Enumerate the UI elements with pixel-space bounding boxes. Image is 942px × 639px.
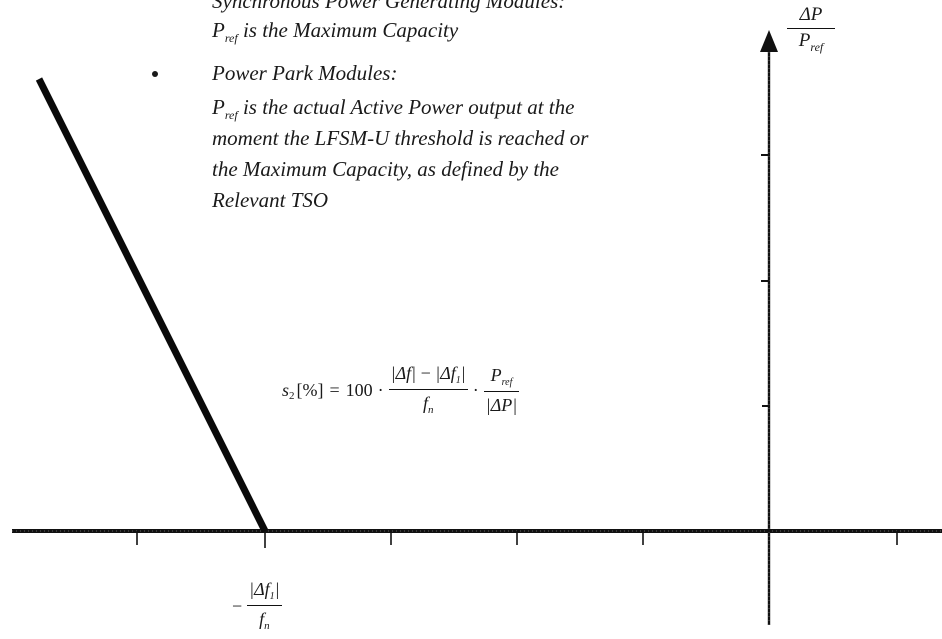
formula-lhs-symbol: s [282, 379, 290, 400]
formula-frac1-minus: − [420, 363, 431, 383]
y-axis-label-denominator: Pref [783, 29, 839, 54]
formula-frac2-denominator: |ΔP| [485, 394, 518, 415]
formula-frac1-numerator: |Δf| − |Δf1| [389, 361, 468, 389]
formula-dot-1: · [377, 379, 384, 400]
formula-frac2-numerator: Pref [491, 363, 513, 391]
x-threshold-fraction: |Δf1| fn [247, 577, 282, 635]
y-axis-label-den-symbol: P [798, 30, 811, 51]
formula-lhs-sub: 2 [289, 390, 295, 402]
formula-dot-2: · [472, 379, 479, 400]
sync-heading-cut: Synchronous Power Generating Modules: [212, 0, 565, 16]
x-threshold-num-close: | [274, 579, 280, 599]
y-axis-label-numerator: ΔP [799, 4, 823, 25]
x-threshold-minus: − [232, 595, 243, 616]
y-axis-label-bar [787, 28, 835, 29]
formula-frac1-den-sub: n [427, 404, 434, 416]
sync-pref-sub: ref [224, 31, 238, 45]
formula-frac2-bar [483, 390, 520, 392]
ppm-line-3-text: the Maximum Capacity, as defined by the [212, 157, 560, 181]
ppm-line-4: Relevant TSO [212, 185, 328, 215]
sync-pref-text: is the Maximum Capacity [237, 18, 459, 42]
formula-frac1-den: f [422, 393, 428, 413]
x-threshold-den: f [259, 609, 265, 629]
x-threshold-numerator: |Δf1| [247, 577, 281, 605]
x-threshold-num: |Δf [249, 579, 270, 599]
formula-frac2-num-sub: ref [501, 376, 513, 388]
formula-frac1-bar [388, 389, 468, 390]
x-threshold-bar [247, 605, 282, 606]
formula-lhs-unit: [%] [296, 379, 324, 400]
y-axis-ticks [761, 154, 769, 407]
ppm-pref-symbol: P [212, 95, 225, 119]
ppm-heading: Power Park Modules: [212, 58, 397, 88]
formula-fraction-1: |Δf| − |Δf1| fn [388, 361, 468, 419]
formula-equals: = [329, 379, 340, 400]
y-axis-arrowhead [760, 30, 778, 52]
ppm-pref-sub: ref [224, 108, 238, 122]
x-threshold-num-sub: 1 [269, 591, 275, 602]
ppm-line-2: moment the LFSM-U threshold is reached o… [212, 123, 588, 153]
characteristic-line [35, 77, 269, 533]
formula-frac1-num-b: |Δf [435, 363, 456, 383]
y-axis-label: ΔP Pref [783, 4, 839, 54]
sync-pref-line: Pref is the Maximum Capacity [212, 15, 458, 48]
x-threshold-denominator: fn [259, 606, 270, 635]
bullet-dot [152, 71, 158, 77]
x-axis-ticks [136, 531, 898, 548]
sync-pref-symbol: P [212, 18, 225, 42]
formula-frac1-num-a: |Δf| [390, 363, 417, 383]
ppm-line-1: Pref is the actual Active Power output a… [212, 92, 574, 125]
y-axis-label-den-sub: ref [810, 40, 824, 54]
ppm-heading-text: Power Park Modules: [212, 61, 398, 85]
ppm-line-1-text: is the actual Active Power output at the [237, 95, 575, 119]
ppm-line-3: the Maximum Capacity, as defined by the [212, 154, 559, 184]
sync-heading-text: Synchronous Power Generating Modules: [212, 0, 566, 13]
x-threshold-den-sub: n [264, 620, 270, 632]
formula-frac2-num: P [490, 364, 502, 385]
formula-fraction-2: Pref |ΔP| [483, 363, 520, 418]
formula-frac1-num-b-close: | [460, 363, 466, 383]
x-threshold-label: − |Δf1| fn [232, 575, 282, 637]
ppm-line-4-text: Relevant TSO [212, 188, 329, 212]
formula-frac1-denominator: fn [423, 390, 434, 419]
formula-factor: 100 [345, 379, 373, 400]
formula-frac1-num-b-sub: 1 [455, 375, 461, 386]
ppm-line-2-text: moment the LFSM-U threshold is reached o… [212, 126, 589, 150]
